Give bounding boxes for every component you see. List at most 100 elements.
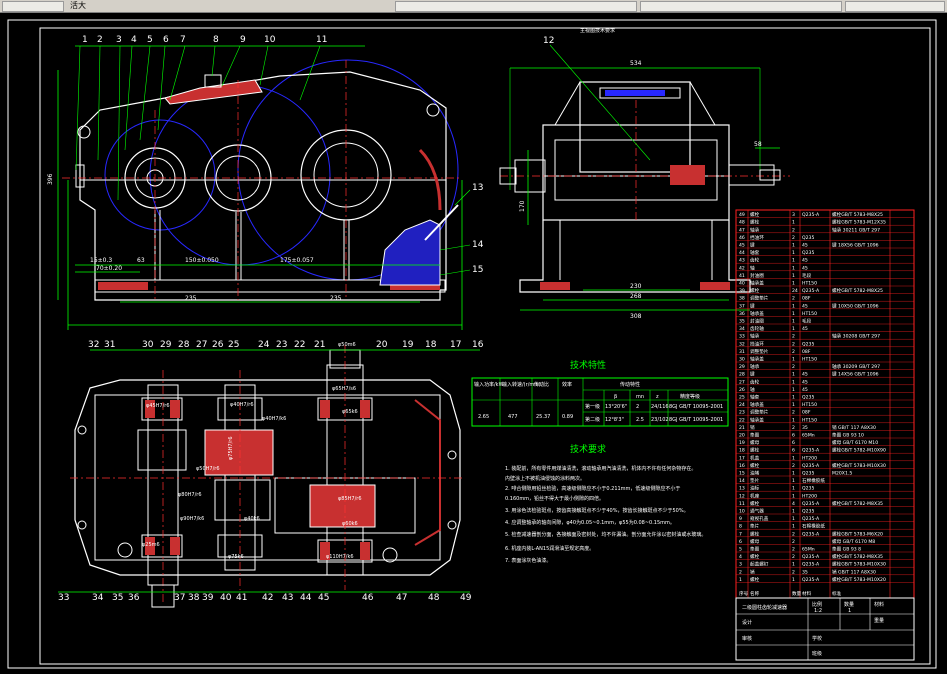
- callout-number: 8: [213, 35, 219, 45]
- parts-header-material: 材料: [802, 590, 812, 597]
- section-hatch: [670, 165, 705, 185]
- scale-label: 比例: [812, 601, 822, 608]
- parts-cell-name: 螺栓: [750, 287, 760, 294]
- top-view: φ50m6 φ65H7/s6 φ45H7/r6 φ65k6 φ40H7/r6 φ…: [58, 340, 484, 608]
- gear-section: [204, 429, 274, 476]
- dimension-label: 396: [47, 173, 54, 185]
- parts-cell-std: 螺栓GB/T 5783-M6X20: [832, 530, 883, 537]
- parts-cell-std: 螺栓GB/T 5782-M8X25: [832, 287, 883, 294]
- toolbar-segment[interactable]: [640, 1, 842, 12]
- parts-cell-name: 轴承盖: [750, 356, 764, 363]
- bearing: [141, 397, 183, 421]
- output-shaft-key: [759, 169, 781, 181]
- section-hatch: [390, 282, 440, 290]
- cover-edge: [689, 81, 716, 126]
- toolbar-segment[interactable]: [845, 1, 945, 12]
- callout-number: 40: [220, 593, 232, 603]
- parts-cell-name: 齿轮: [750, 257, 760, 264]
- toolbar-segment[interactable]: [2, 1, 64, 12]
- tech-req-item: 6. 机座内装L-AN15润滑油至规定高度。: [505, 545, 594, 552]
- spec-stage: 第一级: [585, 403, 600, 410]
- callout-number: 22: [294, 340, 305, 350]
- parts-cell-no: 25: [739, 395, 745, 401]
- bolt-hole: [117, 542, 133, 558]
- parts-cell-material: Q235: [802, 395, 814, 401]
- parts-cell-name: 垫片: [750, 477, 760, 484]
- spec-header: 输入功率/kW: [474, 381, 504, 388]
- parts-cell-qty: 2: [792, 539, 795, 545]
- parts-cell-material: Q235-A: [802, 448, 820, 454]
- callout-number: 14: [472, 240, 484, 250]
- parts-cell-material: 45: [802, 379, 808, 385]
- parts-cell-qty: 2: [792, 334, 795, 340]
- dimension-label: 308: [630, 313, 642, 320]
- tech-req-title: 技术要求: [570, 443, 606, 455]
- callout-number: 41: [236, 593, 247, 603]
- section-hatch: [145, 537, 155, 555]
- parts-cell-qty: 2: [792, 410, 795, 416]
- parts-cell-name: 窥视孔盖: [750, 515, 769, 522]
- parts-cell-std: 轴承 30209 GB/T 297: [832, 363, 880, 370]
- callout-number: 39: [202, 593, 214, 603]
- fit-label: φ60k6: [342, 521, 358, 527]
- parts-cell-std: 键 10X50 GB/T 1096: [832, 302, 879, 309]
- dimension-label: 170: [519, 200, 526, 212]
- bolt-hole: [447, 450, 457, 460]
- fit-label: φ65k6: [342, 409, 358, 415]
- parts-cell-no: 20: [739, 433, 745, 439]
- parts-cell-name: 齿轮: [750, 378, 760, 385]
- fit-label: φ75k6: [228, 554, 244, 560]
- leader-line: [124, 45, 133, 151]
- scale-value: 1:2: [814, 608, 822, 614]
- parts-cell-no: 7: [739, 531, 742, 537]
- spec-header: 传动特性: [620, 381, 640, 388]
- spec-stage: 8GJ GB/T 10095-2001: [669, 404, 723, 410]
- qty-value: 1: [848, 608, 851, 614]
- fit-label: φ85H7/r6: [338, 496, 362, 502]
- spec-table-frame: [471, 377, 729, 427]
- housing-outline: [74, 379, 461, 576]
- parts-cell-no: 24: [739, 402, 745, 408]
- callout-number: 42: [262, 593, 273, 603]
- parts-cell-no: 29: [739, 364, 745, 370]
- parts-cell-name: 螺栓: [750, 219, 760, 226]
- parts-cell-qty: 1: [792, 258, 795, 264]
- parts-cell-no: 10: [739, 509, 745, 515]
- parts-cell-no: 19: [739, 440, 745, 446]
- bolt-hole: [77, 425, 87, 435]
- fit-label: φ65H7/s6: [332, 386, 356, 392]
- fit-label: φ40H7/r6: [230, 402, 254, 408]
- parts-cell-material: Q235: [802, 509, 814, 515]
- parts-cell-no: 27: [739, 379, 745, 385]
- bolt-hole: [447, 520, 457, 530]
- parts-cell-std: 销 GB/T 117 A8X30: [832, 424, 876, 431]
- parts-cell-qty: 1: [792, 379, 795, 385]
- parts-cell-no: 4: [739, 554, 742, 560]
- parts-cell-name: 螺母: [750, 439, 760, 446]
- parts-cell-qty: 1: [792, 250, 795, 256]
- parts-cell-no: 12: [739, 493, 745, 499]
- toolbar-segment[interactable]: [395, 1, 637, 12]
- parts-cell-qty: 1: [792, 220, 795, 226]
- lifting-lug: [77, 125, 91, 139]
- parts-cell-qty: 6: [792, 440, 795, 446]
- spec-stage: 2.5: [636, 417, 644, 423]
- parts-cell-qty: 2: [792, 349, 795, 355]
- parts-cell-material: 45: [802, 326, 808, 332]
- section-hatch: [360, 400, 370, 418]
- parts-cell-material: Q235-A: [802, 288, 820, 294]
- parts-cell-qty: 1: [792, 265, 795, 271]
- parts-cell-name: 轴套: [750, 249, 760, 256]
- parts-header-std: 标准: [832, 590, 842, 597]
- parts-cell-name: 起盖螺钉: [750, 561, 769, 568]
- parts-cell-material: HT150: [802, 281, 817, 287]
- parts-cell-no: 39: [739, 288, 745, 294]
- parts-cell-name: 螺栓: [750, 500, 760, 507]
- inspection-cover: [164, 79, 263, 105]
- parts-cell-name: 垫圈: [750, 546, 760, 553]
- spec-header: 精度等级: [680, 393, 700, 400]
- parts-cell-qty: 2: [792, 235, 795, 241]
- parts-cell-qty: 1: [792, 471, 795, 477]
- callout-number: 48: [428, 593, 440, 603]
